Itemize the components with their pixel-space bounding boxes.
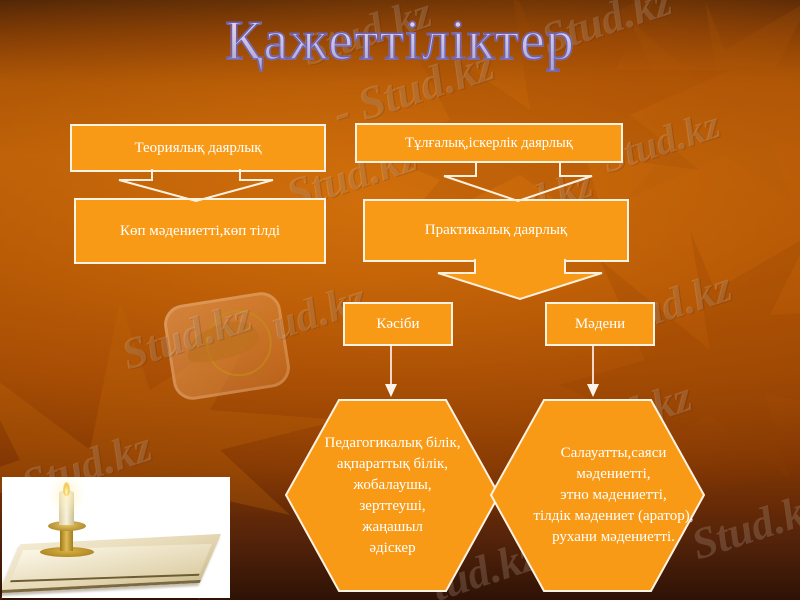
connector-arrow-icon-cultural: [585, 346, 601, 403]
hexagon-text-line: Педагогикалық білік,: [324, 434, 461, 451]
maple-leaf-decoration-top: [330, 0, 730, 240]
hexagon-text-line: Салауатты,саяси: [560, 445, 667, 461]
hexagon-text-line: рухани мәдениетті.: [552, 529, 675, 545]
page-title: Қажеттіліктер: [0, 8, 800, 74]
candlestick-base: [40, 547, 94, 557]
hexagon-text-line: тілдік мәдениет (аратор),: [533, 508, 694, 524]
hexagon-text-line: жобалаушы,: [353, 476, 432, 493]
hexagon-text-line: ақпараттық білік,: [336, 455, 449, 472]
hexagon-shape-left: [285, 399, 500, 592]
connector-arrow-icon-professional: [383, 346, 399, 403]
box-multicultural[interactable]: Көп мәдениетті,көп тілді: [74, 198, 326, 264]
candlestick-cup: [48, 521, 86, 531]
box-professional[interactable]: Кәсіби: [343, 302, 453, 346]
hexagon-cultural-skills[interactable]: Салауатты,саяси мәдениетті, этно мәдениетт…: [490, 399, 705, 592]
box-theoretical-readiness[interactable]: Теориялық даярлық: [70, 124, 326, 172]
hexagon-shape-right: [490, 399, 705, 592]
hexagon-left-text: Педагогикалық білік, ақпараттық білік, жоб…: [319, 433, 467, 559]
hexagon-text-line: этно мәдениетті,: [560, 487, 667, 503]
maple-leaf-decoration-corner: [600, 0, 800, 200]
down-arrow-icon-practical-to-categories: [437, 258, 603, 301]
candle-and-book-photo: [2, 477, 230, 598]
hexagon-professional-skills[interactable]: Педагогикалық білік, ақпараттық білік, жоб…: [285, 399, 500, 592]
box-practical-readiness[interactable]: Практикалық даярлық: [363, 199, 629, 262]
maple-leaf-decoration-right: [560, 230, 800, 490]
hexagon-text-line: жаңашыл: [362, 518, 423, 535]
box-personal-readiness[interactable]: Тұлғалық,іскерлік даярлық: [355, 123, 623, 163]
hexagon-text-line: мәдениетті,: [576, 466, 651, 482]
down-arrow-icon-personal-to-practical: [443, 160, 593, 203]
hexagon-text-line: зерттеуші,: [359, 497, 426, 514]
template-badge-logo: [161, 289, 293, 403]
down-arrow-icon-theoretical-to-multicultural: [118, 168, 274, 203]
hexagon-text-line: әдіскер: [369, 539, 416, 556]
box-cultural[interactable]: Мәдени: [545, 302, 655, 346]
hexagon-right-text: Салауатты,саяси мәдениетті, этно мәдениетт…: [527, 443, 699, 548]
candle-flame-icon: [63, 482, 70, 496]
